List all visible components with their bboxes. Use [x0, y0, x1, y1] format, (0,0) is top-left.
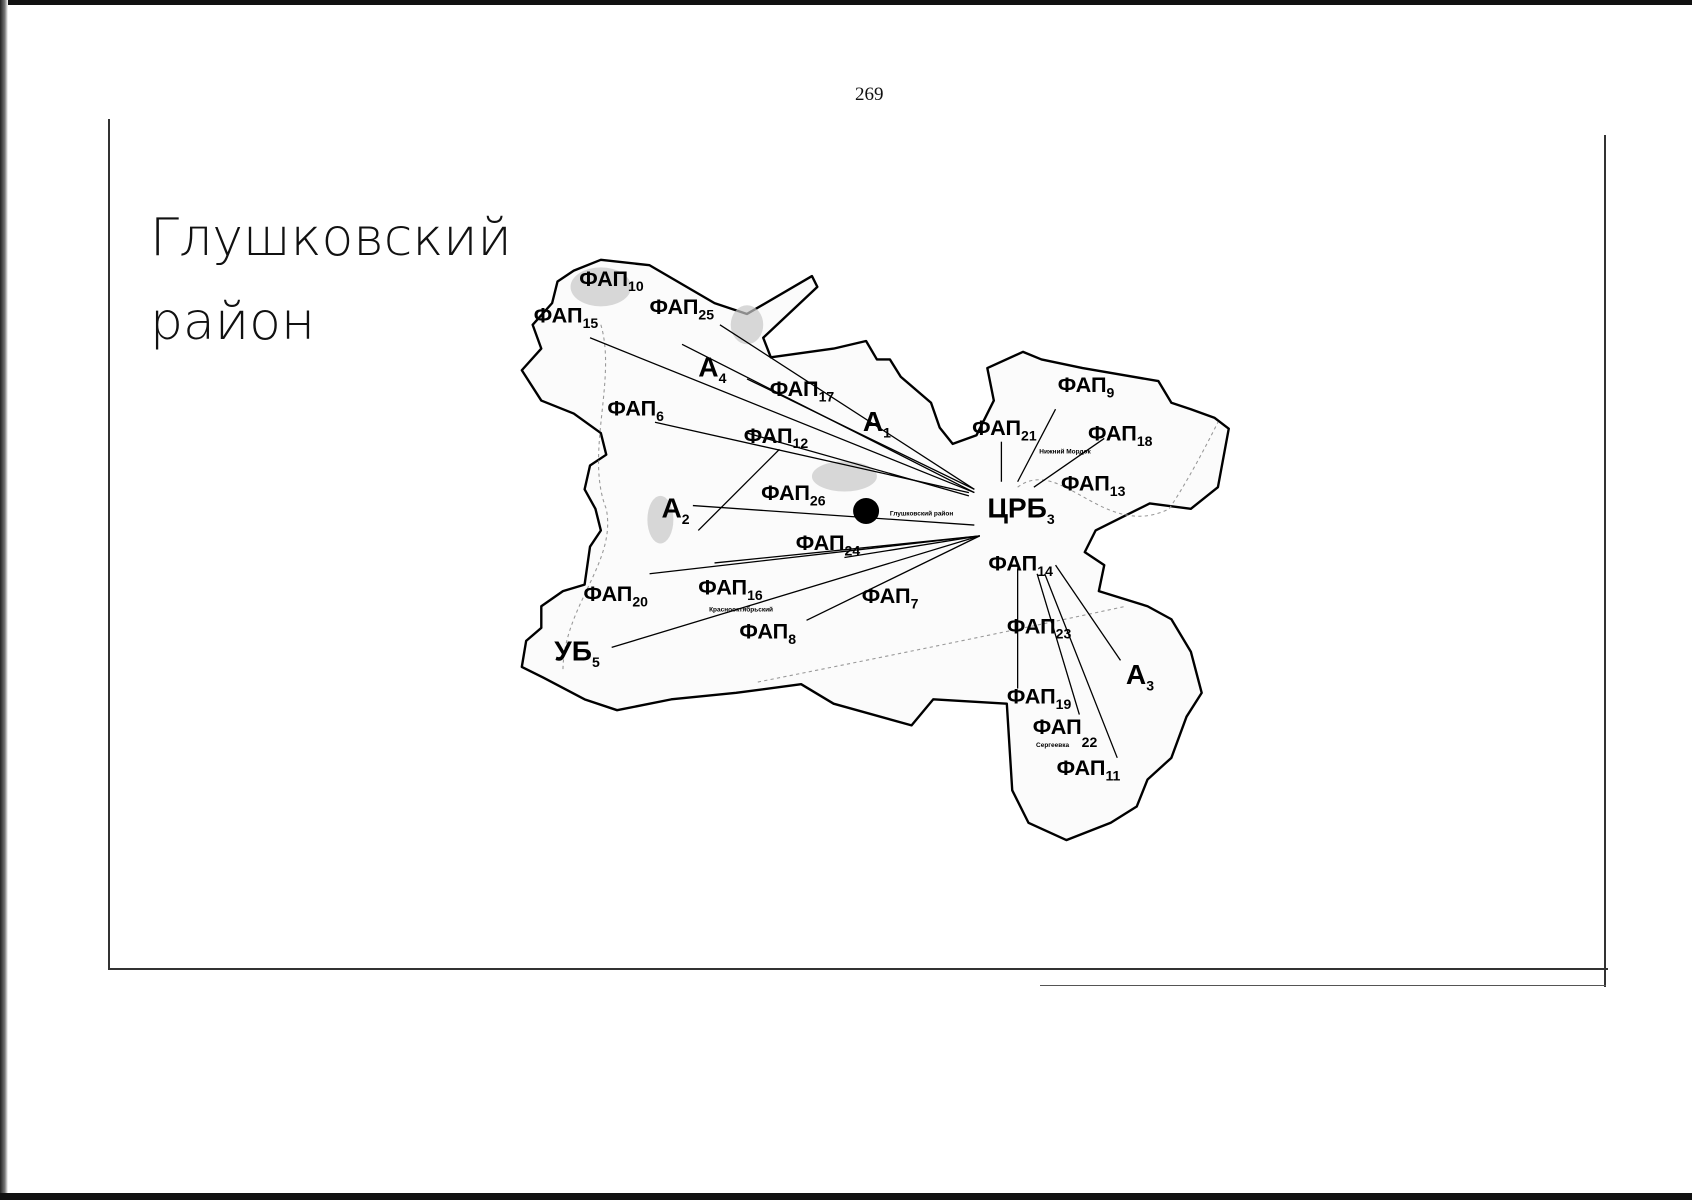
- facility-label: А3: [1126, 659, 1154, 693]
- facility-label: ФАП21: [972, 415, 1037, 443]
- facility-label: А1: [863, 406, 891, 440]
- facility-label: ФАП23: [1007, 613, 1072, 641]
- facility-label: ФАП10: [579, 266, 644, 294]
- facility-label: ФАП16: [698, 574, 763, 602]
- facility-label: ФАП26: [761, 480, 826, 508]
- service-lines: [589, 324, 1122, 759]
- slide-frame-bottom: [108, 968, 1608, 970]
- hub-label: ЦРБ3: [987, 492, 1055, 526]
- district-outline: [520, 258, 1230, 842]
- facility-label: ФАП12: [744, 423, 809, 451]
- facility-label: ФАП18: [1088, 421, 1153, 449]
- settlement-shading: [570, 267, 877, 544]
- facility-label: ФАП19: [1007, 684, 1072, 712]
- facility-label: ФАП7: [862, 583, 919, 611]
- facility-label: ФАП14: [988, 551, 1053, 579]
- facility-label: ФАП15: [534, 303, 599, 331]
- facility-label: А4: [698, 352, 726, 386]
- page-number: 269: [855, 84, 884, 105]
- facility-label: ФАП24: [796, 530, 861, 558]
- village-label: Краснооктябрьский: [709, 606, 773, 614]
- facility-label: ФАП6: [607, 396, 664, 424]
- slide-title: Глушковский район: [150, 196, 512, 364]
- facility-label: ФАП22: [1033, 714, 1098, 750]
- facility-label: А2: [661, 492, 689, 526]
- slide-frame-right: [1604, 135, 1606, 987]
- facility-label: ФАП13: [1061, 470, 1126, 498]
- village-label: Сергеевка: [1036, 742, 1069, 749]
- title-line-2: район: [150, 292, 315, 352]
- facility-label: ФАП25: [650, 294, 715, 322]
- river-lines: [562, 324, 1219, 683]
- facility-label: УБ5: [554, 635, 600, 669]
- facility-label: ФАП9: [1058, 372, 1115, 400]
- centre-label: Глушковский район: [890, 509, 953, 517]
- slide-frame-left: [108, 119, 110, 969]
- scan-edge-bottom: [0, 1193, 1692, 1200]
- scan-edge-left: [0, 0, 8, 1200]
- scan-edge-top: [0, 0, 1692, 5]
- village-label: Нижний Мордок: [1039, 448, 1091, 456]
- slide-frame-shadow: [1040, 985, 1606, 986]
- facility-label: ФАП17: [770, 376, 835, 404]
- facility-label: ФАП20: [584, 581, 649, 609]
- district-centre-marker: [853, 497, 880, 524]
- facility-label: ФАП8: [739, 619, 796, 647]
- facility-label: ФАП11: [1057, 755, 1121, 783]
- title-line-1: Глушковский: [150, 208, 512, 268]
